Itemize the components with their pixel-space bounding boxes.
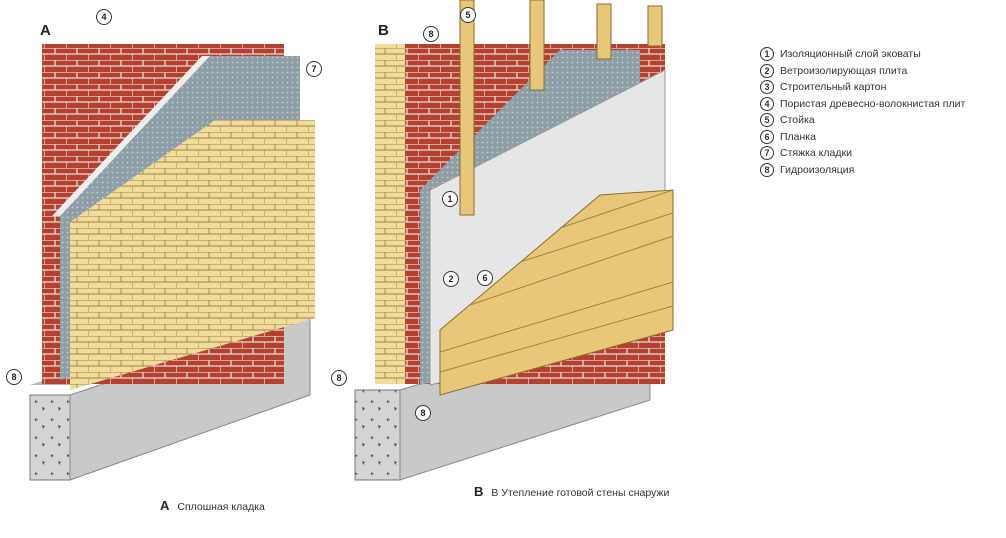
legend-label: Изоляционный слой эковаты [780,48,921,61]
callout-8-b-bottom: 8 [415,405,431,421]
caption-a-text: Сплошная кладка [177,501,265,513]
legend-item: 6 Планка [760,129,965,146]
caption-b: B В Утепление готовой стены снаружи [474,484,669,499]
legend-number: 3 [760,80,774,95]
legend: 1 Изоляционный слой эковаты 2 Ветроизолиру… [760,46,965,178]
callout-1: 1 [442,191,458,207]
panel-b-drawing [354,0,674,481]
legend-number: 2 [760,63,774,78]
caption-b-letter: B [474,484,484,499]
legend-number: 4 [760,96,774,111]
callout-2: 2 [443,271,459,287]
callout-6: 6 [477,270,493,286]
caption-a-letter: A [160,498,170,513]
callout-7: 7 [306,61,322,77]
legend-number: 8 [760,162,774,177]
legend-number: 1 [760,47,774,62]
callout-8-a: 8 [6,369,22,385]
caption-b-text: В Утепление готовой стены снаружи [491,487,670,499]
panel-b-letter: B [378,22,389,39]
legend-item: 4 Пористая древесно-волокнистая плит [760,96,965,113]
legend-label: Стойка [780,114,815,127]
legend-number: 6 [760,129,774,144]
callout-8-b-top: 8 [423,26,439,42]
legend-label: Ветроизолирующая плита [780,64,908,77]
legend-number: 7 [760,146,774,161]
legend-item: 5 Стойка [760,112,965,129]
callout-8-b-left: 8 [331,370,347,386]
legend-item: 7 Стяжка кладки [760,145,965,162]
caption-a: A Сплошная кладка [160,498,265,513]
legend-label: Пористая древесно-волокнистая плит [780,97,966,110]
panel-a-drawing [29,44,315,481]
legend-item: 8 Гидроизоляция [760,162,965,179]
legend-item: 2 Ветроизолирующая плита [760,63,965,80]
callout-5: 5 [460,7,476,23]
legend-item: 3 Строительный картон [760,79,965,96]
callout-4: 4 [96,9,112,25]
legend-label: Строительный картон [780,81,887,94]
legend-label: Гидроизоляция [780,163,855,176]
legend-number: 5 [760,113,774,128]
legend-item: 1 Изоляционный слой эковаты [760,46,965,63]
panel-a-letter: A [40,22,51,39]
legend-label: Планка [780,130,816,143]
legend-label: Стяжка кладки [780,147,852,160]
